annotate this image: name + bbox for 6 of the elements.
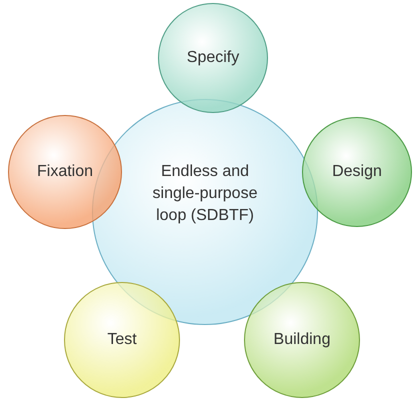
node-label: Fixation: [36, 162, 94, 182]
node-label: Specify: [186, 48, 240, 68]
node-label: Endless and single-purpose loop (SDBTF): [152, 162, 258, 226]
node-label: Test: [107, 330, 137, 350]
node-label: Building: [274, 330, 330, 350]
node-label: Design: [332, 162, 382, 182]
